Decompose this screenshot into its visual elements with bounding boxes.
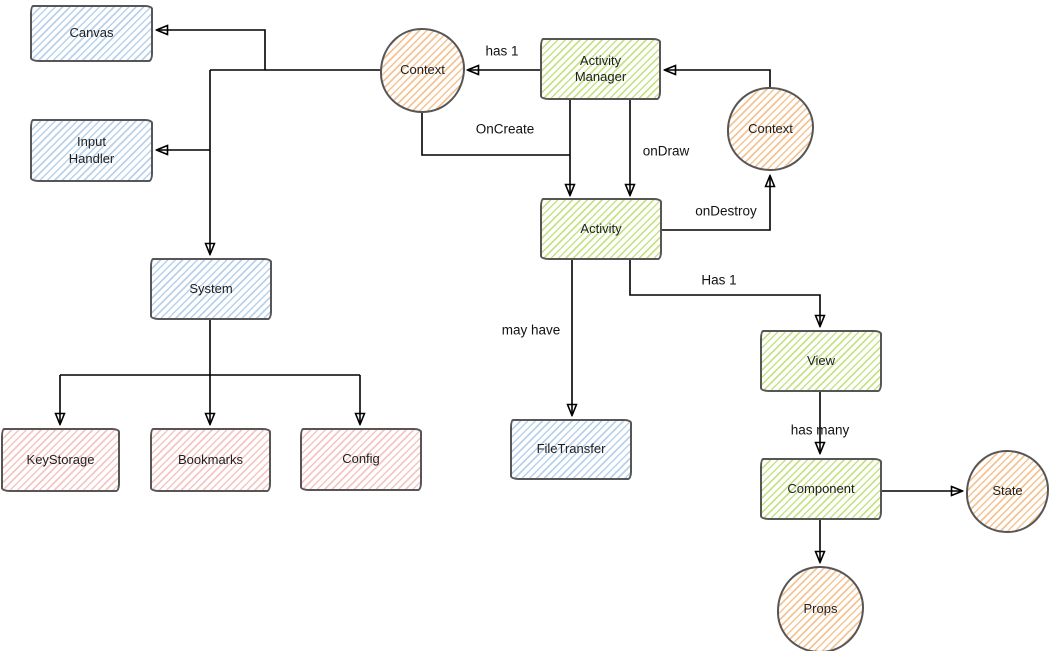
edge-contextright-to-am[interactable]	[665, 70, 771, 88]
node-activity-manager[interactable]: Activity Manager	[540, 38, 661, 100]
node-state-label: State	[992, 483, 1023, 499]
node-props[interactable]: Props	[777, 566, 864, 651]
edge-label-ondraw: onDraw	[642, 143, 690, 159]
edge-label-ondestroy: onDestroy	[695, 203, 757, 219]
node-context-right-label: Context	[748, 120, 793, 136]
edge-ondestroy[interactable]	[662, 176, 770, 231]
node-filetransfer-label: FileTransfer	[536, 441, 606, 457]
node-keystorage[interactable]: KeyStorage	[1, 428, 120, 492]
node-config[interactable]: Config	[300, 428, 422, 491]
node-config-label: Config	[342, 451, 380, 467]
node-canvas-label: Canvas	[69, 25, 114, 41]
node-props-label: Props	[803, 601, 838, 617]
node-bookmarks[interactable]: Bookmarks	[150, 428, 271, 492]
node-component[interactable]: Component	[760, 458, 882, 520]
edge-label-has-many: has many	[790, 422, 850, 438]
node-activity-manager-label: Activity Manager	[574, 52, 627, 84]
node-view[interactable]: View	[760, 330, 882, 392]
edge-to-canvas[interactable]	[157, 30, 266, 70]
node-activity[interactable]: Activity	[540, 198, 662, 260]
node-keystorage-label: KeyStorage	[26, 451, 95, 467]
edge-has-1-view[interactable]	[629, 260, 820, 326]
node-context-left-label: Context	[400, 62, 445, 78]
edge-label-oncreate: OnCreate	[475, 121, 535, 137]
node-input-handler[interactable]: Input Handler	[30, 119, 153, 182]
edge-label-has-1: has 1	[485, 43, 519, 59]
node-filetransfer[interactable]: FileTransfer	[510, 419, 632, 480]
edge-oncreate[interactable]	[421, 112, 570, 156]
node-activity-label: Activity	[580, 220, 622, 236]
node-context-right[interactable]: Context	[727, 87, 814, 171]
node-context-left[interactable]: Context	[380, 28, 465, 113]
node-component-label: Component	[787, 480, 855, 496]
node-view-label: View	[807, 352, 835, 368]
node-state[interactable]: State	[966, 450, 1049, 533]
edge-label-has-1-view: Has 1	[701, 272, 737, 288]
node-canvas[interactable]: Canvas	[30, 5, 153, 62]
node-system-label: System	[189, 280, 233, 296]
node-bookmarks-label: Bookmarks	[177, 451, 244, 467]
edge-label-may-have: may have	[501, 322, 561, 338]
node-input-handler-label: Input Handler	[68, 134, 115, 166]
node-system[interactable]: System	[150, 258, 272, 320]
